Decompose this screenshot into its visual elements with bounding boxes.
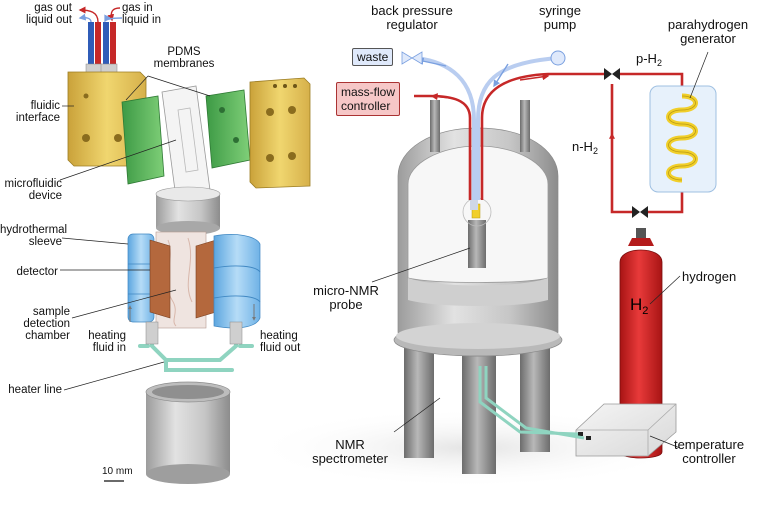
label-pdms-2: membranes bbox=[153, 58, 215, 70]
valve-top bbox=[604, 68, 620, 80]
label-microfluidic-2: device bbox=[28, 190, 62, 202]
label-detector: detector bbox=[16, 266, 58, 278]
syringe-pump-icon bbox=[550, 50, 566, 66]
label-parahydrogen-2: generator bbox=[680, 31, 736, 46]
label-p-h2-sub: 2 bbox=[656, 58, 662, 68]
label-p-h2: p-H bbox=[636, 51, 657, 66]
label-scale: 10 mm bbox=[102, 466, 133, 477]
label-n-h2-sub: 2 bbox=[592, 146, 598, 156]
detector-copper-left bbox=[149, 239, 171, 319]
fluidic-tubes bbox=[78, 6, 123, 75]
label-n-h2: n-H bbox=[572, 139, 593, 154]
valve-bottom bbox=[632, 206, 648, 218]
label-liquid-in: liquid in bbox=[122, 14, 161, 26]
label-mfc-2: controller bbox=[341, 99, 391, 113]
detector-copper-right bbox=[195, 239, 217, 319]
pdms-membrane-left bbox=[121, 95, 165, 185]
label-waste: waste bbox=[352, 48, 394, 66]
label-sample-1: sample bbox=[32, 306, 70, 318]
temperature-controller-box bbox=[575, 403, 677, 457]
liquid-lines bbox=[415, 56, 557, 200]
left-leader-lines bbox=[59, 75, 211, 391]
label-liquid-out: liquid out bbox=[25, 14, 72, 26]
label-fluidic-1: fluidic bbox=[30, 100, 60, 112]
label-syringe-2: pump bbox=[543, 17, 577, 32]
right-leader-lines bbox=[371, 51, 709, 449]
label-micro-nmr-1: micro-NMR bbox=[313, 283, 379, 298]
hydrothermal-sleeve-right bbox=[213, 234, 261, 329]
label-heating-out-2: fluid out bbox=[260, 342, 301, 354]
label-syringe-1: syringe bbox=[539, 3, 581, 18]
label-back-pressure-1: back pressure bbox=[371, 3, 453, 18]
label-heating-in-1: heating bbox=[88, 330, 126, 342]
label-hydrothermal-2: sleeve bbox=[28, 236, 62, 248]
probe-top-disc bbox=[155, 186, 221, 235]
outer-cylinder bbox=[145, 381, 231, 484]
spectrometer-setup bbox=[250, 50, 717, 488]
label-temp-2: controller bbox=[682, 451, 736, 466]
back-pressure-valve-icon bbox=[401, 51, 423, 65]
label-mfc-1: mass-flow bbox=[341, 85, 396, 99]
label-gas-in: gas in bbox=[122, 2, 153, 14]
label-nmr-1: NMR bbox=[335, 437, 365, 452]
label-hydrogen: hydrogen bbox=[682, 269, 737, 284]
label-heating-out-1: heating bbox=[260, 330, 298, 342]
leg-right bbox=[520, 346, 550, 452]
label-pdms-1: PDMS bbox=[167, 46, 201, 58]
pdms-membrane-right bbox=[205, 89, 251, 169]
parahydrogen-generator bbox=[649, 85, 717, 193]
label-fluidic-2: interface bbox=[15, 112, 60, 124]
label-temp-1: temperature bbox=[673, 437, 745, 452]
yellow-backing-block bbox=[249, 77, 311, 189]
label-h2-sub: 2 bbox=[642, 305, 649, 317]
label-hydrothermal-1: hydrothermal bbox=[0, 224, 68, 236]
label-nmr-2: spectrometer bbox=[312, 451, 388, 466]
label-sample-2: detection bbox=[23, 318, 70, 330]
label-heater-line: heater line bbox=[8, 384, 62, 396]
label-microfluidic-1: microfluidic bbox=[4, 178, 62, 190]
probe-exploded-view bbox=[59, 6, 311, 484]
label-gas-out: gas out bbox=[34, 2, 72, 14]
leg-left bbox=[404, 346, 434, 458]
label-h2: H bbox=[630, 295, 643, 314]
label-sample-3: chamber bbox=[25, 330, 70, 342]
label-back-pressure-2: regulator bbox=[386, 17, 438, 32]
label-parahydrogen-1: parahydrogen bbox=[667, 17, 749, 32]
label-micro-nmr-2: probe bbox=[329, 297, 363, 312]
label-heating-in-2: fluid in bbox=[92, 342, 126, 354]
